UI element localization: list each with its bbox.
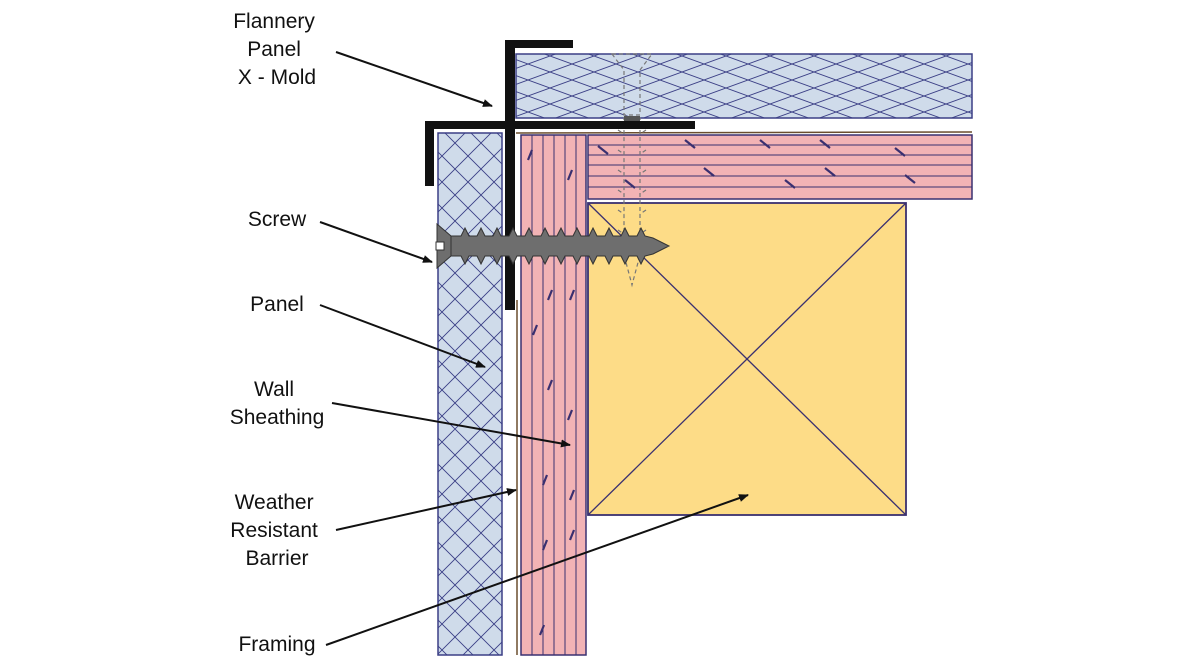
arrow-xmold (335, 51, 493, 107)
wall-sheathing (520, 134, 587, 656)
label-panel: Panel (250, 293, 304, 316)
arrow-screw (319, 221, 433, 263)
label-wall-sheathing: Wall Sheathing (230, 378, 325, 429)
arrow-weather-resistant-barrier (335, 488, 517, 531)
label-framing: Framing (238, 633, 315, 656)
x-mold (425, 40, 695, 310)
label-flannery-panel-xmold: Flannery Panel X - Mold (233, 10, 321, 89)
label-weather-resistant-barrier: Weather Resistant Barrier (230, 491, 323, 570)
side-panel (437, 132, 503, 656)
top-sheathing (587, 134, 973, 200)
arrow-wall-sheathing (331, 402, 571, 448)
top-panel (515, 53, 973, 119)
label-screw: Screw (248, 208, 307, 231)
weather-resistant-barrier (515, 131, 973, 655)
arrow-panel (319, 304, 486, 368)
arrow-framing (325, 494, 749, 646)
horizontal-screw (435, 222, 671, 270)
